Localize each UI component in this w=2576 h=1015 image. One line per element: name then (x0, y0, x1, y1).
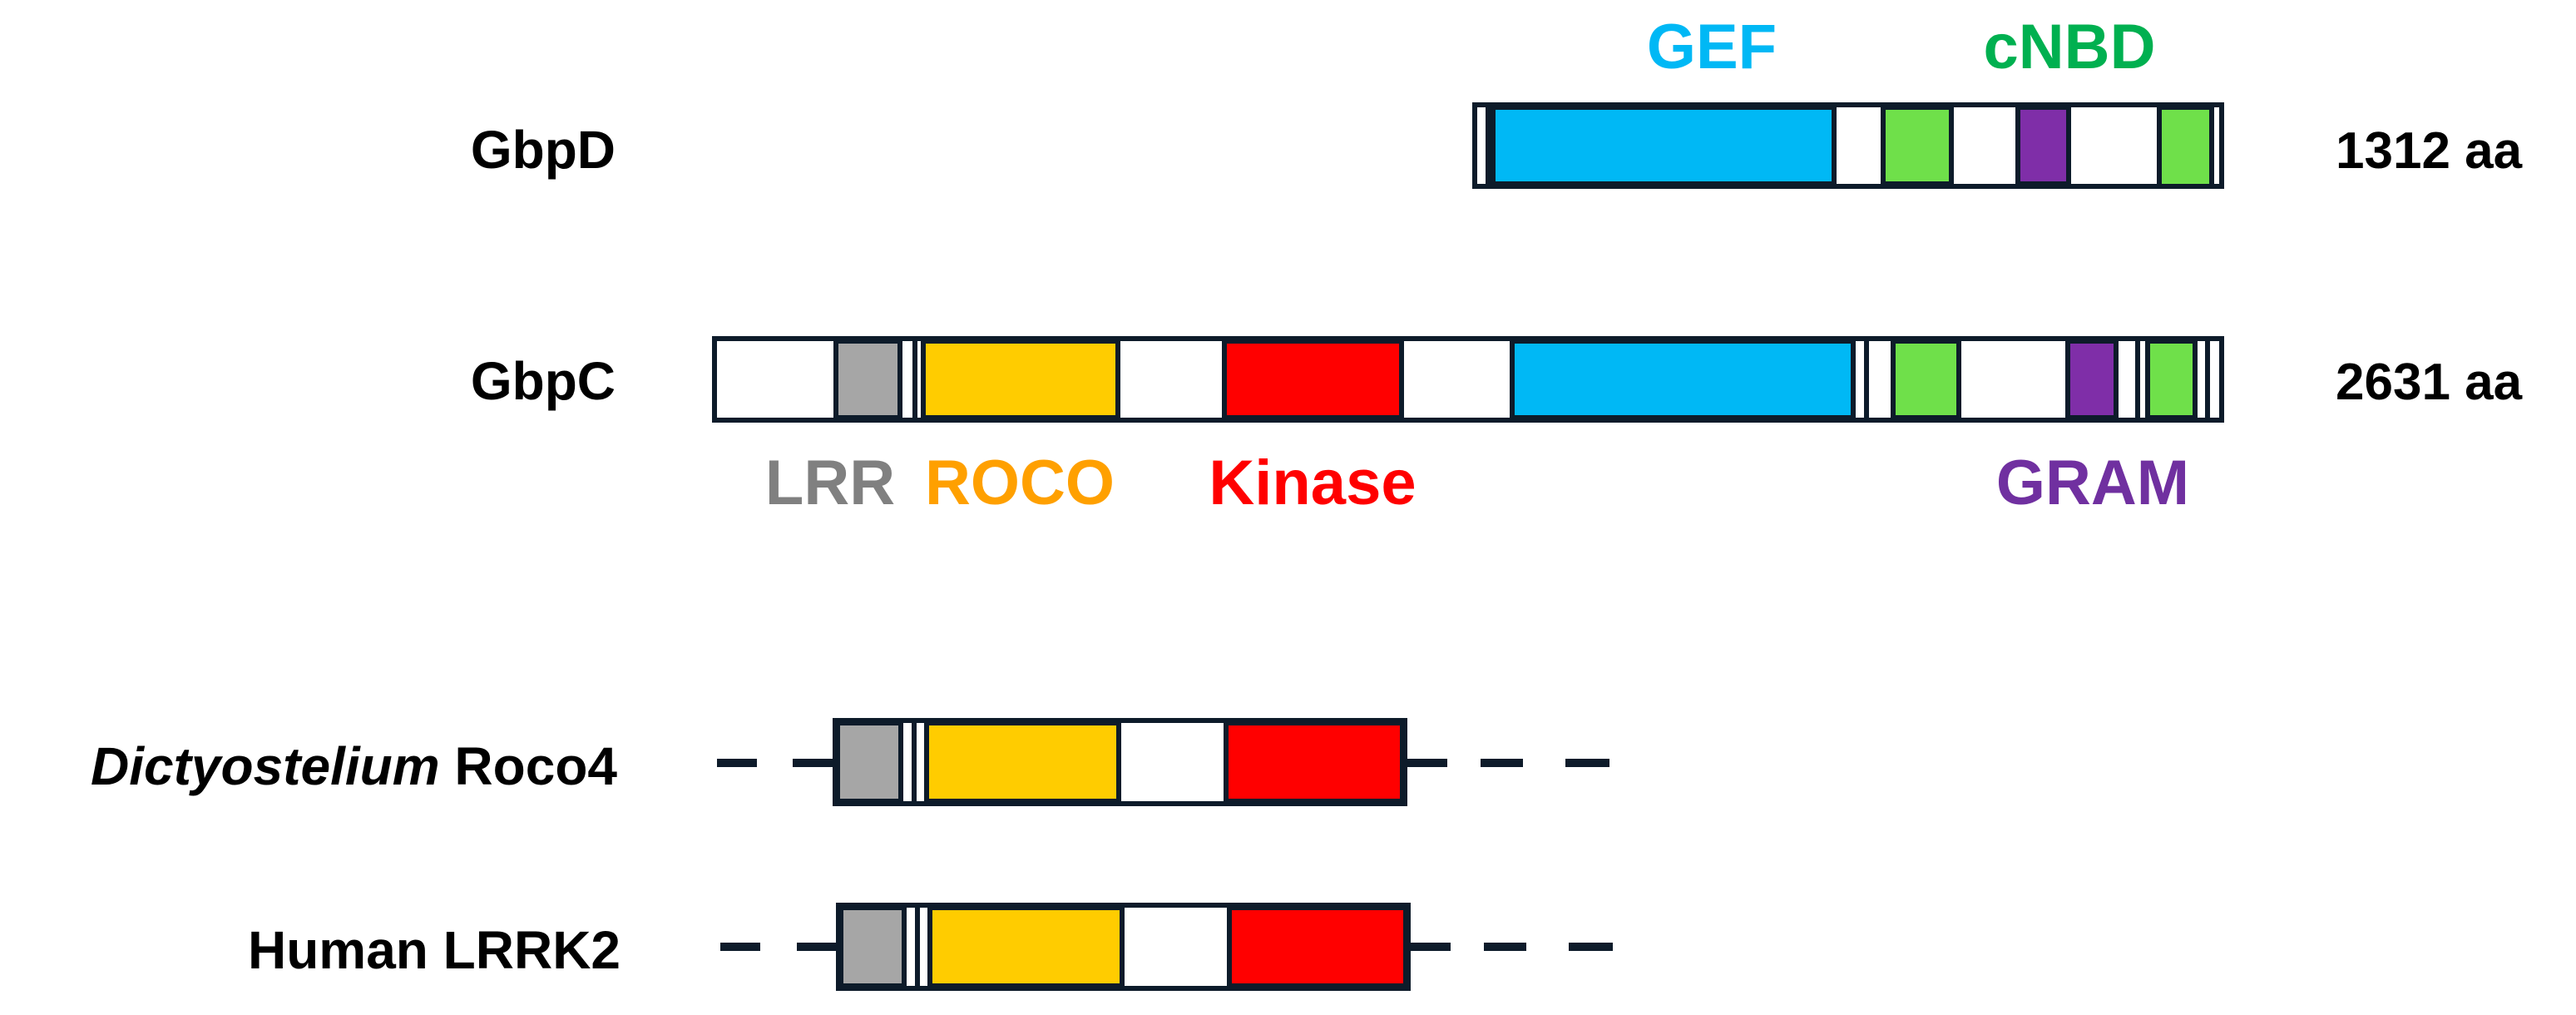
gbpd-cnbd-domain-1 (1881, 105, 1954, 186)
gbpc-cnbd-domain-1 (1891, 339, 1961, 420)
domain-label-cnbd: cNBD (1984, 12, 2156, 82)
protein-name-lrrk2: Human LRRK2 (248, 920, 621, 980)
protein-length-gbpd: 1312 aa (2336, 122, 2523, 180)
domain-label-roco: ROCO (925, 448, 1115, 518)
lrrk2-roco-domain (927, 905, 1125, 988)
lrrk2-lrr-domain (838, 905, 907, 988)
protein-row-gbpc: GbpC 2631 aa (471, 336, 2523, 423)
domain-label-gram: GRAM (1996, 448, 2189, 518)
protein-length-gbpc: 2631 aa (2336, 354, 2523, 411)
lrrk2-kinase-domain (1227, 905, 1408, 988)
gbpc-gef-domain (1510, 339, 1856, 420)
protein-name-roco4-genus: Dictyostelium (91, 736, 440, 796)
gbpd-gram-domain (2015, 105, 2071, 186)
protein-row-gbpd: GbpD 1312 aa (471, 102, 2523, 189)
gbpd-cnbd-domain-2 (2157, 105, 2214, 189)
roco4-roco-domain (924, 720, 1121, 804)
roco4-lrr-domain (835, 720, 903, 804)
domain-label-gef: GEF (1647, 12, 1777, 82)
protein-name-roco4-rest: Roco4 (440, 736, 618, 796)
protein-name-roco4: Dictyostelium Roco4 (91, 736, 617, 796)
protein-name-gbpc: GbpC (471, 351, 616, 411)
domain-label-kinase: Kinase (1209, 448, 1416, 518)
protein-row-roco4: Dictyostelium Roco4 (91, 718, 1609, 806)
gbpc-roco-domain (921, 339, 1120, 420)
domain-label-lrr: LRR (765, 448, 895, 518)
gbpc-gram-domain (2065, 339, 2119, 420)
protein-name-gbpd: GbpD (471, 120, 616, 180)
gbpd-gef-domain (1491, 105, 1837, 186)
roco4-kinase-domain (1224, 720, 1405, 804)
gbpc-cnbd-domain-2 (2145, 339, 2198, 420)
gbpc-kinase-domain (1222, 339, 1404, 420)
gbpc-lrr-domain (833, 339, 902, 420)
protein-row-lrrk2: Human LRRK2 (248, 903, 1613, 991)
